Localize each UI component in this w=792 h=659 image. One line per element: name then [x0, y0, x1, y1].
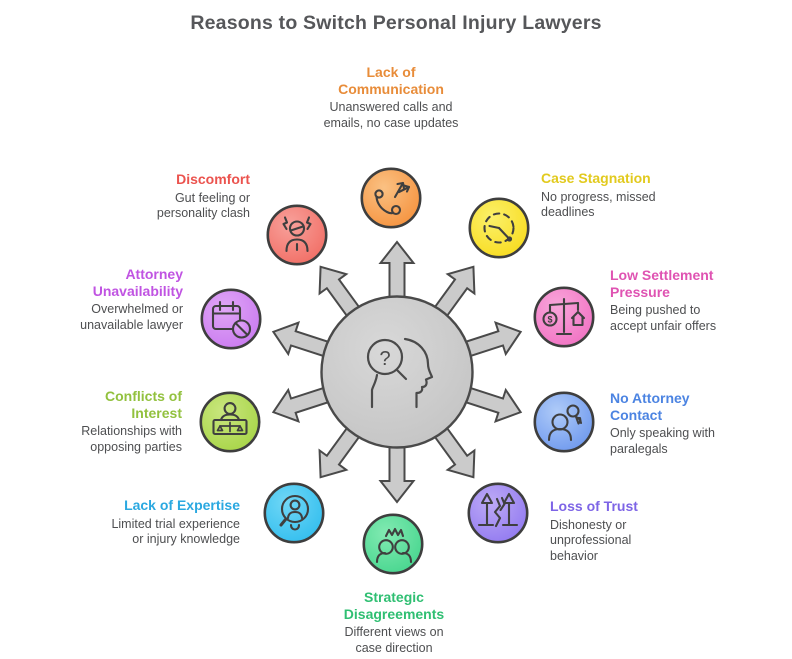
- stressed-person-icon: [266, 204, 328, 266]
- node-label: Discomfort: [176, 171, 250, 187]
- node-text: Lack of Communication Unanswered calls a…: [306, 64, 476, 131]
- node-text: Case Stagnation No progress, missed dead…: [541, 170, 701, 221]
- node-label: Lack of Expertise: [124, 497, 240, 513]
- svg-text:?: ?: [379, 348, 390, 370]
- node-text: Strategic Disagreements Different views …: [309, 589, 479, 656]
- magnifier-person-icon: [263, 482, 325, 544]
- node-description: Different views on case direction: [344, 625, 444, 655]
- node-text: Lack of Expertise Limited trial experien…: [90, 497, 240, 548]
- desk-scales-icon: [199, 391, 261, 453]
- paralegal-contact-icon: [533, 391, 595, 453]
- node-description: Being pushed to accept unfair offers: [610, 303, 717, 333]
- node-description: Relationships with opposing parties: [81, 424, 182, 454]
- node-text: Low Settlement Pressure Being pushed to …: [610, 267, 760, 334]
- stalled-clock-icon: [468, 197, 530, 259]
- node-description: Unanswered calls and emails, no case upd…: [323, 100, 459, 130]
- node-label: Case Stagnation: [541, 170, 651, 186]
- node-description: Only speaking with paralegals: [610, 426, 715, 456]
- node-label: No Attorney Contact: [610, 390, 690, 423]
- node-description: Limited trial experience or injury knowl…: [111, 516, 240, 547]
- node-label: Lack of Communication: [338, 64, 444, 97]
- node-description: Dishonesty or unprofessional behavior: [550, 517, 632, 563]
- hub-circle: [320, 295, 474, 449]
- head-question-magnifier-icon: ?: [366, 337, 434, 409]
- node-text: Conflicts of Interest Relationships with…: [32, 388, 182, 455]
- phone-redirect-icon: [360, 167, 422, 229]
- node-text: Attorney Unavailability Overwhelmed or u…: [33, 266, 183, 333]
- node-label: Attorney Unavailability: [92, 266, 183, 299]
- node-description: Overwhelmed or unavailable lawyer: [80, 302, 183, 332]
- node-label: Strategic Disagreements: [343, 589, 445, 622]
- node-text: No Attorney Contact Only speaking with p…: [610, 390, 765, 457]
- node-label: Conflicts of Interest: [105, 388, 182, 421]
- node-text: Discomfort Gut feeling or personality cl…: [100, 171, 250, 222]
- broken-trust-icon: [467, 482, 529, 544]
- diagram-title: Reasons to Switch Personal Injury Lawyer…: [190, 12, 602, 34]
- scales-unfair-offer-icon: $: [533, 286, 595, 348]
- node-label: Low Settlement Pressure: [610, 267, 714, 300]
- node-text: Loss of Trust Dishonesty or unprofession…: [550, 498, 695, 564]
- blocked-calendar-icon: [200, 288, 262, 350]
- svg-text:$: $: [547, 315, 552, 325]
- node-description: No progress, missed deadlines: [541, 189, 656, 220]
- node-description: Gut feeling or personality clash: [156, 190, 250, 221]
- center-hub: ?: [271, 240, 523, 504]
- argument-icon: [362, 513, 424, 575]
- node-label: Loss of Trust: [550, 498, 638, 514]
